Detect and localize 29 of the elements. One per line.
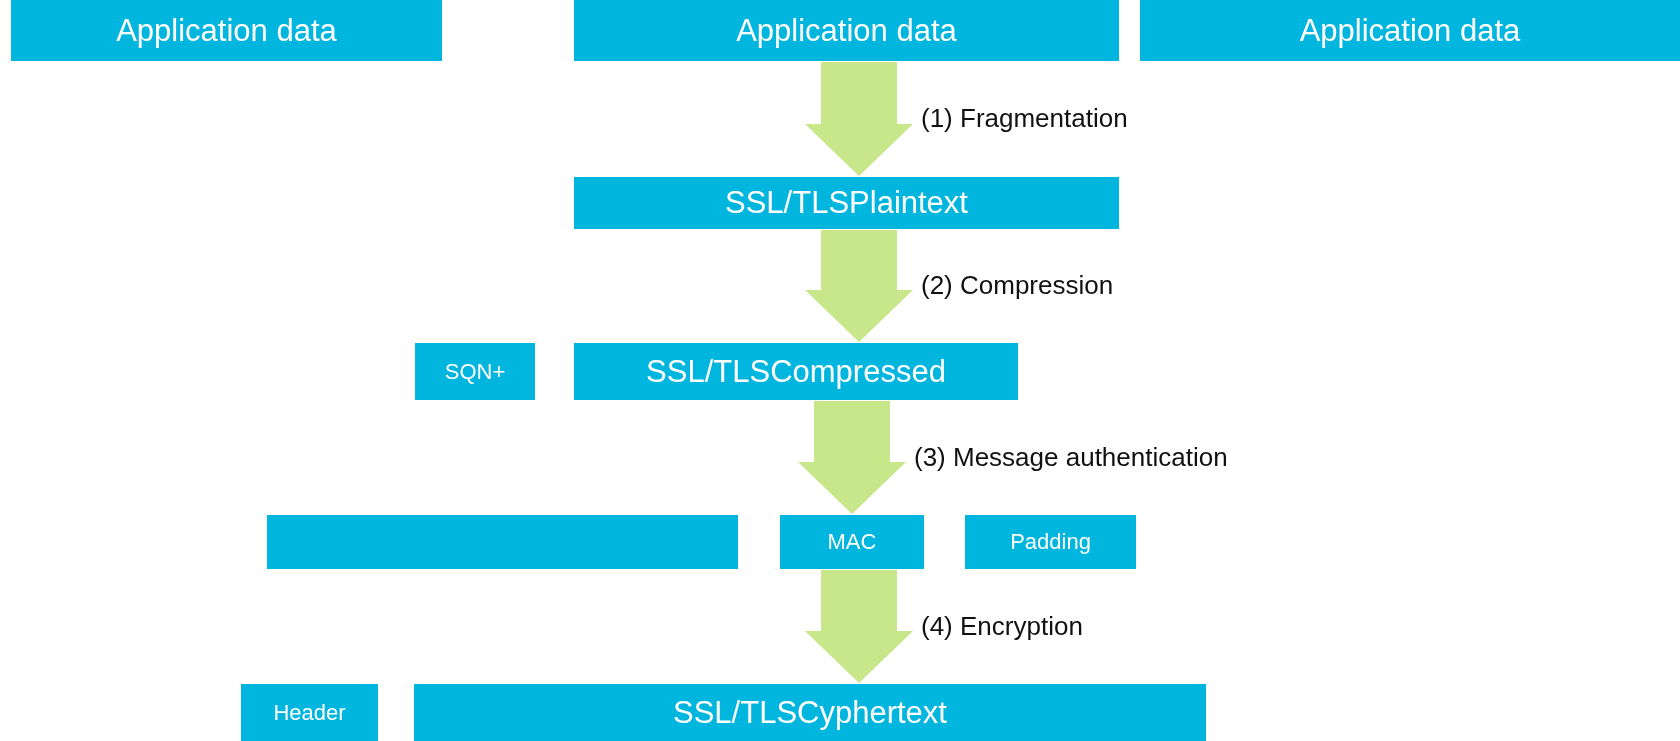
data-box xyxy=(574,177,1119,229)
box-label: Application data xyxy=(1299,12,1521,49)
box-label: Application data xyxy=(736,12,957,49)
data-box xyxy=(241,684,378,741)
box-label: SSL/TLSPlaintext xyxy=(725,185,968,221)
box-label: Padding xyxy=(1010,529,1091,555)
box-label: MAC xyxy=(827,529,877,555)
empty-box xyxy=(267,515,738,569)
edge-label: (4) Encryption xyxy=(921,610,1083,642)
data-box xyxy=(1140,0,1680,61)
edge-label: (3) Message authentication xyxy=(914,441,1228,473)
block-arrow xyxy=(805,230,913,342)
data-box xyxy=(574,343,1018,400)
data-box xyxy=(11,0,442,61)
box-label: SSL/TLSCompressed xyxy=(646,353,946,390)
data-box xyxy=(415,343,535,400)
box-label: SSL/TLSCyphertext xyxy=(673,694,947,731)
block-arrow xyxy=(805,570,913,683)
data-box xyxy=(780,515,924,569)
data-box xyxy=(965,515,1136,569)
data-box xyxy=(414,684,1206,741)
data-box xyxy=(574,0,1119,61)
box-label: Application data xyxy=(116,12,337,49)
block-arrow xyxy=(805,62,913,176)
edge-label: (2) Compression xyxy=(921,270,1114,301)
block-arrow xyxy=(798,401,906,514)
box-label: SQN+ xyxy=(444,358,506,385)
box-label: Header xyxy=(273,699,346,726)
edge-label: (1) Fragmentation xyxy=(921,103,1128,134)
